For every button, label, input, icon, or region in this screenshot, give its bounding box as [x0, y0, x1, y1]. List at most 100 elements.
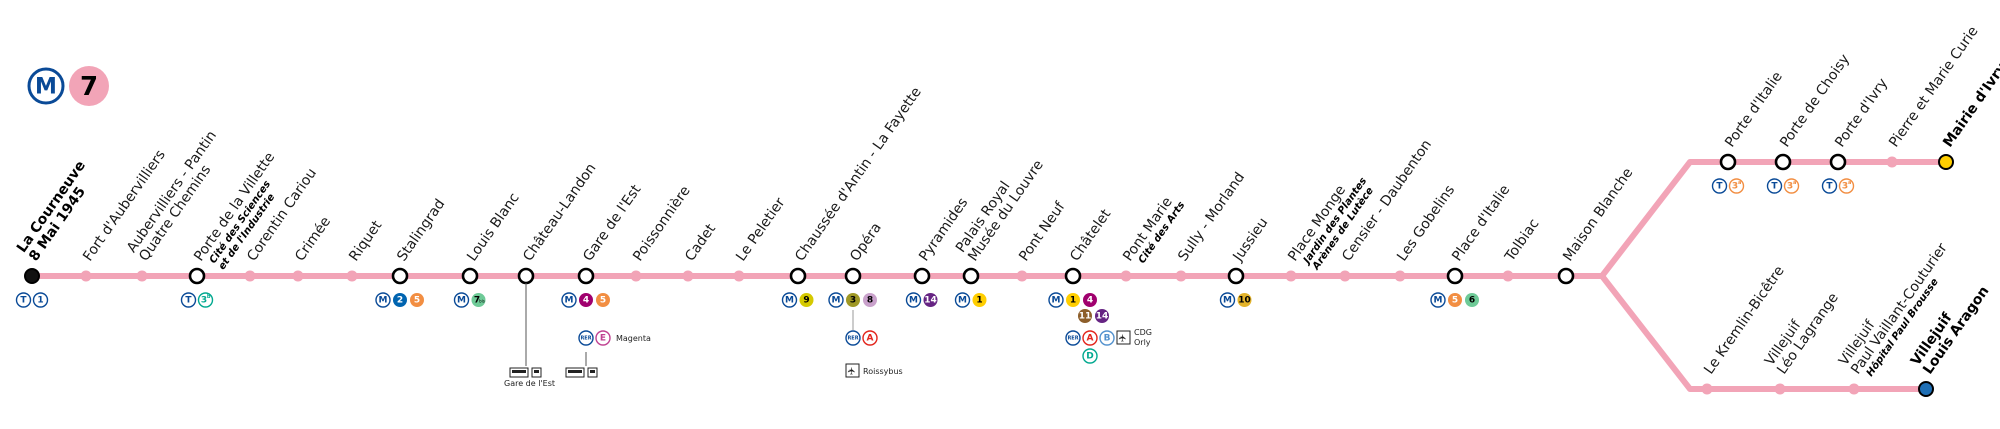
station-name-line: Pierre et Marie Curie: [1886, 24, 1981, 151]
connection-badge: T: [1711, 178, 1728, 194]
badge-letter: M: [379, 296, 388, 306]
connection-badge: T: [1821, 178, 1838, 194]
badge-letter: M: [565, 296, 574, 306]
station-sully-morland: Sully - Morland: [1175, 170, 1248, 282]
station-riquet: Riquet: [346, 217, 386, 282]
badge-number: 1: [37, 296, 43, 306]
badge-suffix: a: [1848, 180, 1851, 186]
metro-icon: [781, 292, 798, 308]
metro-icon: [1048, 292, 1064, 308]
line-5-icon: [596, 293, 610, 307]
train-window: [512, 370, 526, 373]
connection-badge: A: [862, 330, 878, 346]
correspondence-marker: [1557, 267, 1575, 285]
connection-badge: D: [1082, 348, 1098, 364]
airplane-glyph: ✈: [847, 367, 858, 375]
train-box-window: [534, 370, 539, 373]
station-name-line: Cadet: [682, 221, 719, 264]
badge-number: E: [600, 334, 606, 344]
ivry-branch-track: [1599, 159, 1951, 279]
connection-badge: M: [905, 292, 922, 308]
metro-icon: [954, 292, 971, 308]
station-name-line: Châtelet: [1067, 206, 1114, 264]
connection-badge: 1: [972, 293, 987, 307]
correspondence-marker: [844, 267, 862, 285]
badge-suffix: a: [1793, 180, 1796, 186]
badge-letter: M: [457, 296, 466, 306]
line-3-icon: [846, 293, 860, 307]
rer-icon: RER: [845, 330, 861, 346]
badge-letter: M: [1434, 296, 1443, 306]
badge-number: 1: [976, 296, 982, 306]
metro-icon: [375, 292, 391, 308]
station-name-line: Porte d'Ivry: [1832, 76, 1891, 151]
station-name-line: Le Peletier: [733, 195, 788, 265]
metro-icon: [561, 292, 577, 308]
connection-badge: 14: [923, 293, 938, 307]
terminus-marker: [1938, 154, 1954, 170]
station-name-line: Tolbiac: [1502, 216, 1543, 265]
line-E-icon: [595, 330, 611, 346]
chatelet-air-bottom: Orly: [1134, 338, 1151, 347]
line-1-icon: [1066, 293, 1080, 307]
badge-number: 3: [201, 296, 207, 306]
gare-est-train-label: Gare de l'Est: [504, 379, 555, 388]
connection-badge: T: [1766, 178, 1783, 194]
connection-badge: T: [180, 292, 197, 308]
line-4-icon: [1083, 293, 1097, 307]
station-name-line: Stalingrad: [394, 196, 448, 264]
connection-badge: 6: [1465, 293, 1479, 307]
stop-marker: [244, 270, 256, 282]
terminus-marker: [24, 268, 40, 284]
connection-badge: 9: [799, 293, 814, 307]
badge-suffix: b: [207, 294, 211, 300]
line-5-icon: [410, 293, 424, 307]
line-7-badge-icon: [69, 66, 109, 106]
line-5-icon: [1448, 293, 1462, 307]
station-tolbiac: Tolbiac: [1502, 216, 1543, 282]
connection-badge: 14: [1095, 309, 1109, 323]
stop-marker: [292, 270, 304, 282]
station-name-line: Jussieu: [1230, 215, 1272, 265]
connection-badge: T: [15, 292, 32, 308]
station-label: Stalingrad: [394, 196, 448, 264]
station-name-line: Riquet: [346, 217, 385, 264]
stop-marker: [1285, 270, 1297, 282]
badge-number: 8: [867, 296, 873, 306]
stop-marker: [1701, 383, 1713, 395]
station-label: Le Peletier: [733, 195, 788, 265]
badge-number: 11: [1079, 312, 1092, 322]
connection-badge: 5: [410, 293, 424, 307]
connection-badge: 11: [1078, 309, 1092, 323]
connection-badge: 4: [579, 293, 593, 307]
line-2-icon: [393, 293, 407, 307]
connection-badge: M: [1219, 292, 1236, 308]
connection-badge: 10: [1237, 293, 1252, 307]
badge-suffix: a: [1738, 180, 1741, 186]
line-3b-icon: [197, 292, 214, 308]
line-3a-icon: [1838, 178, 1855, 194]
badge-number: 3: [1732, 182, 1738, 192]
rer-text: RER: [580, 336, 591, 342]
badge-number: A: [1087, 334, 1094, 344]
station-chateau-landon: Château-Landon: [517, 161, 599, 285]
station-name-line: Pont Neuf: [1016, 198, 1069, 264]
badge-number: 14: [1096, 312, 1109, 322]
connection-badge: B: [1099, 330, 1115, 346]
line-number: 7: [80, 72, 98, 102]
tram-icon: [1766, 178, 1783, 194]
badge-letter: M: [1223, 296, 1232, 306]
rer-ring: [1065, 330, 1081, 346]
